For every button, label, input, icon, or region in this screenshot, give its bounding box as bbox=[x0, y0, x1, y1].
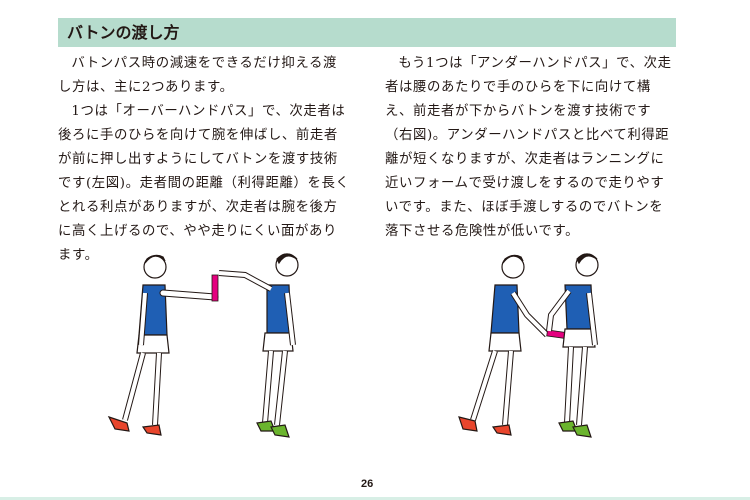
paragraph: バトンパス時の減速をできるだけ抑える渡し方は、主に2つあります。 bbox=[58, 56, 337, 95]
section-title: バトンの渡し方 bbox=[67, 23, 180, 42]
overhand-pass-illustration bbox=[107, 253, 299, 438]
front-runner-figure bbox=[107, 254, 219, 436]
next-runner-figure bbox=[218, 253, 299, 438]
right-column-text: もう1つは「アンダーハンドパス」で、次走者は腰のあたりで手のひらを下に向けて構え… bbox=[385, 52, 677, 244]
underhand-pass-illustration bbox=[458, 253, 599, 438]
next-runner-figure bbox=[546, 253, 599, 438]
section-header: バトンの渡し方 bbox=[58, 18, 676, 47]
bottom-band bbox=[0, 497, 750, 500]
paragraph: もう1つは「アンダーハンドパス」で、次走者は腰のあたりで手のひらを下に向けて構え… bbox=[385, 56, 672, 239]
paragraph: 1つは「オーバーハンドパス」で、次走者は後ろに手のひらを向けて腕を伸ばし、前走者… bbox=[58, 104, 350, 263]
page-number: 26 bbox=[361, 478, 374, 490]
front-runner-figure bbox=[458, 254, 550, 436]
left-column-text: バトンパス時の減速をできるだけ抑える渡し方は、主に2つあります。 1つは「オーバ… bbox=[58, 52, 350, 268]
baton bbox=[211, 274, 219, 302]
